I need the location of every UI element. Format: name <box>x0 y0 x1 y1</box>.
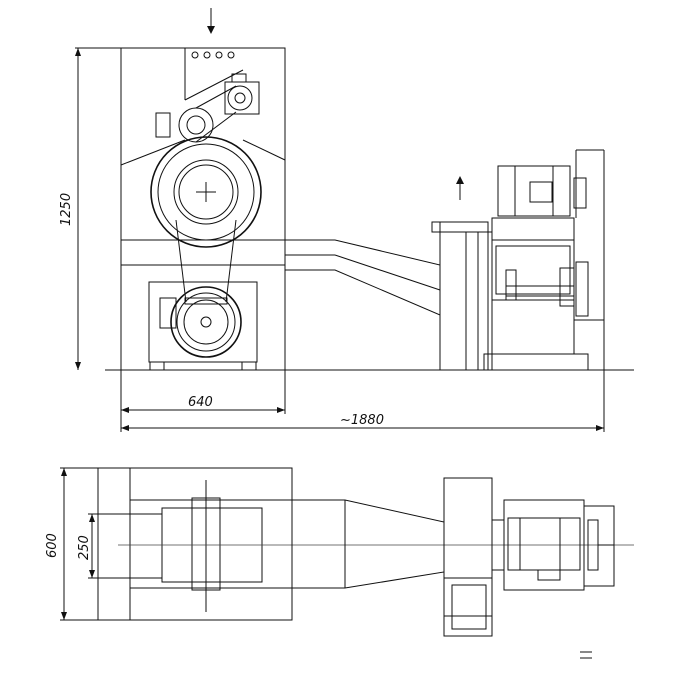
dim-inner-plan: 250 <box>77 535 92 560</box>
fan-housing <box>439 221 489 371</box>
machine-housing <box>120 47 286 371</box>
dim-length-total: ~1880 <box>340 413 384 428</box>
main-drum <box>150 136 262 248</box>
right-motor <box>497 165 571 217</box>
front-view: 1250 640 ~1880 <box>59 8 634 432</box>
dim-width-left: 640 <box>188 395 213 410</box>
plan-housing <box>97 467 293 621</box>
dim-depth-plan: 600 <box>45 533 60 558</box>
small-motor <box>224 81 260 115</box>
plan-view: 600 250 <box>45 467 634 659</box>
dim-height-front: 1250 <box>59 193 74 226</box>
plan-fan <box>443 477 493 617</box>
